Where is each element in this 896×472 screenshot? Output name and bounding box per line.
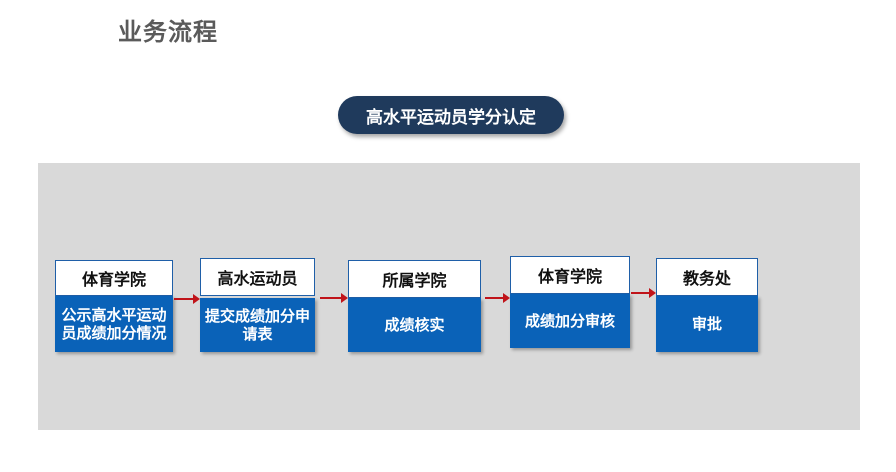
- step-4-body: 成绩加分审核: [510, 294, 630, 348]
- flow-arrow-2: [320, 293, 348, 303]
- step-2-body: 提交成绩加分申请表: [200, 298, 315, 352]
- page-title: 业务流程: [118, 18, 218, 46]
- step-5-body: 审批: [656, 296, 758, 352]
- step-1-header: 体育学院: [55, 260, 173, 296]
- flow-arrow-3: [485, 293, 510, 303]
- flow-title-pill: 高水平运动员学分认定: [338, 96, 564, 134]
- flow-arrow-4: [631, 288, 656, 298]
- step-5-header: 教务处: [656, 258, 758, 296]
- step-3-body: 成绩核实: [348, 298, 481, 352]
- step-2-header: 高水运动员: [200, 258, 315, 296]
- step-1-body: 公示高水平运动员成绩加分情况: [55, 296, 173, 352]
- flow-arrow-1: [174, 294, 200, 304]
- step-4-header: 体育学院: [510, 256, 630, 294]
- step-3-header: 所属学院: [348, 260, 481, 298]
